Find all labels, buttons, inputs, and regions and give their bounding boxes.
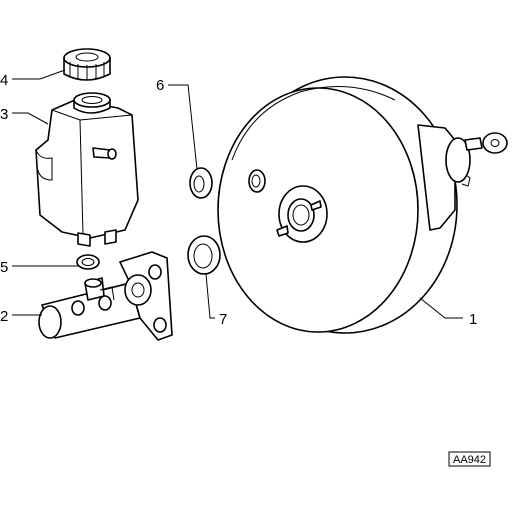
reference-code-box: AA942: [448, 451, 491, 467]
callout-7-label: 7: [219, 311, 227, 328]
callout-5-label: 5: [0, 259, 8, 276]
brake-booster-part-1: [217, 76, 508, 334]
seal-ring-part-7: [187, 235, 221, 275]
callout-6-label: 6: [156, 77, 164, 94]
seal-ring-part-5: [76, 254, 100, 270]
master-cylinder-part-2: [38, 251, 173, 341]
fluid-reservoir-part-3: [35, 92, 139, 247]
callout-2-label: 2: [0, 308, 8, 325]
gasket-part-6: [189, 167, 213, 199]
reservoir-cap-part-4: [63, 48, 111, 81]
callout-4-label: 4: [0, 72, 8, 89]
reference-code-text: AA942: [453, 454, 486, 466]
callout-3-label: 3: [0, 106, 8, 123]
callout-1-label: 1: [469, 311, 477, 328]
leader-lines: [12, 69, 463, 319]
callout-labels: 1 2 3 4 5 6 7: [0, 72, 477, 328]
